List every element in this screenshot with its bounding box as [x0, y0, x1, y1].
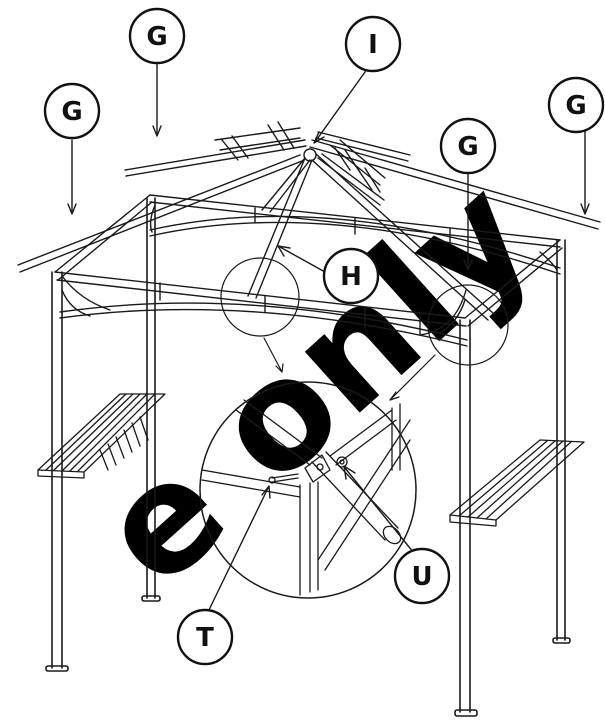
shelf-left-hooks [99, 416, 149, 471]
callout-g1: G [43, 82, 101, 140]
right-rail [464, 239, 563, 327]
svg-text:I: I [368, 30, 378, 60]
center-hub [303, 148, 317, 162]
gusset-front-left [61, 275, 111, 317]
zoom-circle [199, 381, 417, 599]
roof-frame [54, 194, 563, 347]
callout-g4: G [547, 76, 605, 134]
pointer-h [279, 246, 326, 273]
front-struts [159, 282, 421, 335]
pointer-i [314, 57, 376, 143]
eave-pole-front-left [17, 154, 303, 273]
svg-text:T: T [196, 623, 214, 653]
svg-text:G: G [61, 97, 82, 127]
detail-sources [220, 257, 509, 401]
shelf-right-slats [458, 440, 572, 520]
leg-back-right [556, 239, 566, 641]
foot-front-left [45, 665, 69, 672]
pointer-t [207, 487, 269, 613]
detail-pointer-right [389, 354, 436, 401]
svg-text:U: U [411, 562, 432, 592]
eave-pole-back-left [124, 139, 307, 177]
leg-back-left [146, 197, 156, 599]
foot-back-left [141, 595, 161, 602]
callout-pointers [67, 57, 590, 613]
top-crossbar-right [329, 139, 386, 186]
svg-text:G: G [565, 91, 586, 121]
shelf-left-top [37, 393, 166, 473]
shelf-left-slats [45, 393, 156, 472]
svg-text:G: G [457, 132, 478, 162]
shelf-left [37, 393, 166, 479]
rear-arch [149, 215, 561, 275]
svg-text:H: H [340, 262, 362, 292]
top-ladders [221, 121, 381, 193]
eave-pole-back-right [315, 131, 411, 162]
callout-h: H [322, 247, 380, 305]
callout-t: T [176, 608, 234, 666]
detail-pointer-left [263, 337, 283, 373]
svg-text:G: G [146, 22, 167, 52]
shelf-right-top [449, 439, 585, 521]
rafter-back-left [261, 157, 311, 213]
pointer-u [344, 467, 419, 559]
foot-front-right [454, 709, 478, 717]
eave-poles [17, 121, 601, 273]
back-struts [254, 207, 451, 245]
callout-g2: G [128, 7, 186, 65]
rafters [247, 153, 495, 321]
left-rail [54, 194, 153, 281]
callout-u: U [393, 547, 451, 605]
eave-pole-right [309, 139, 601, 230]
rafter-front-left [247, 157, 313, 299]
rafter-front-right [311, 153, 495, 321]
detail-source-right [427, 284, 509, 366]
callout-i: I [344, 15, 402, 73]
callout-g3: G [439, 117, 497, 175]
shelf-right [449, 439, 585, 527]
detail-source-left [220, 257, 300, 337]
rafter-back-right [317, 153, 385, 206]
top-crossbar-left [214, 127, 301, 151]
foot-back-right [552, 637, 571, 644]
front-rail [54, 271, 467, 327]
front-arch [59, 302, 468, 347]
